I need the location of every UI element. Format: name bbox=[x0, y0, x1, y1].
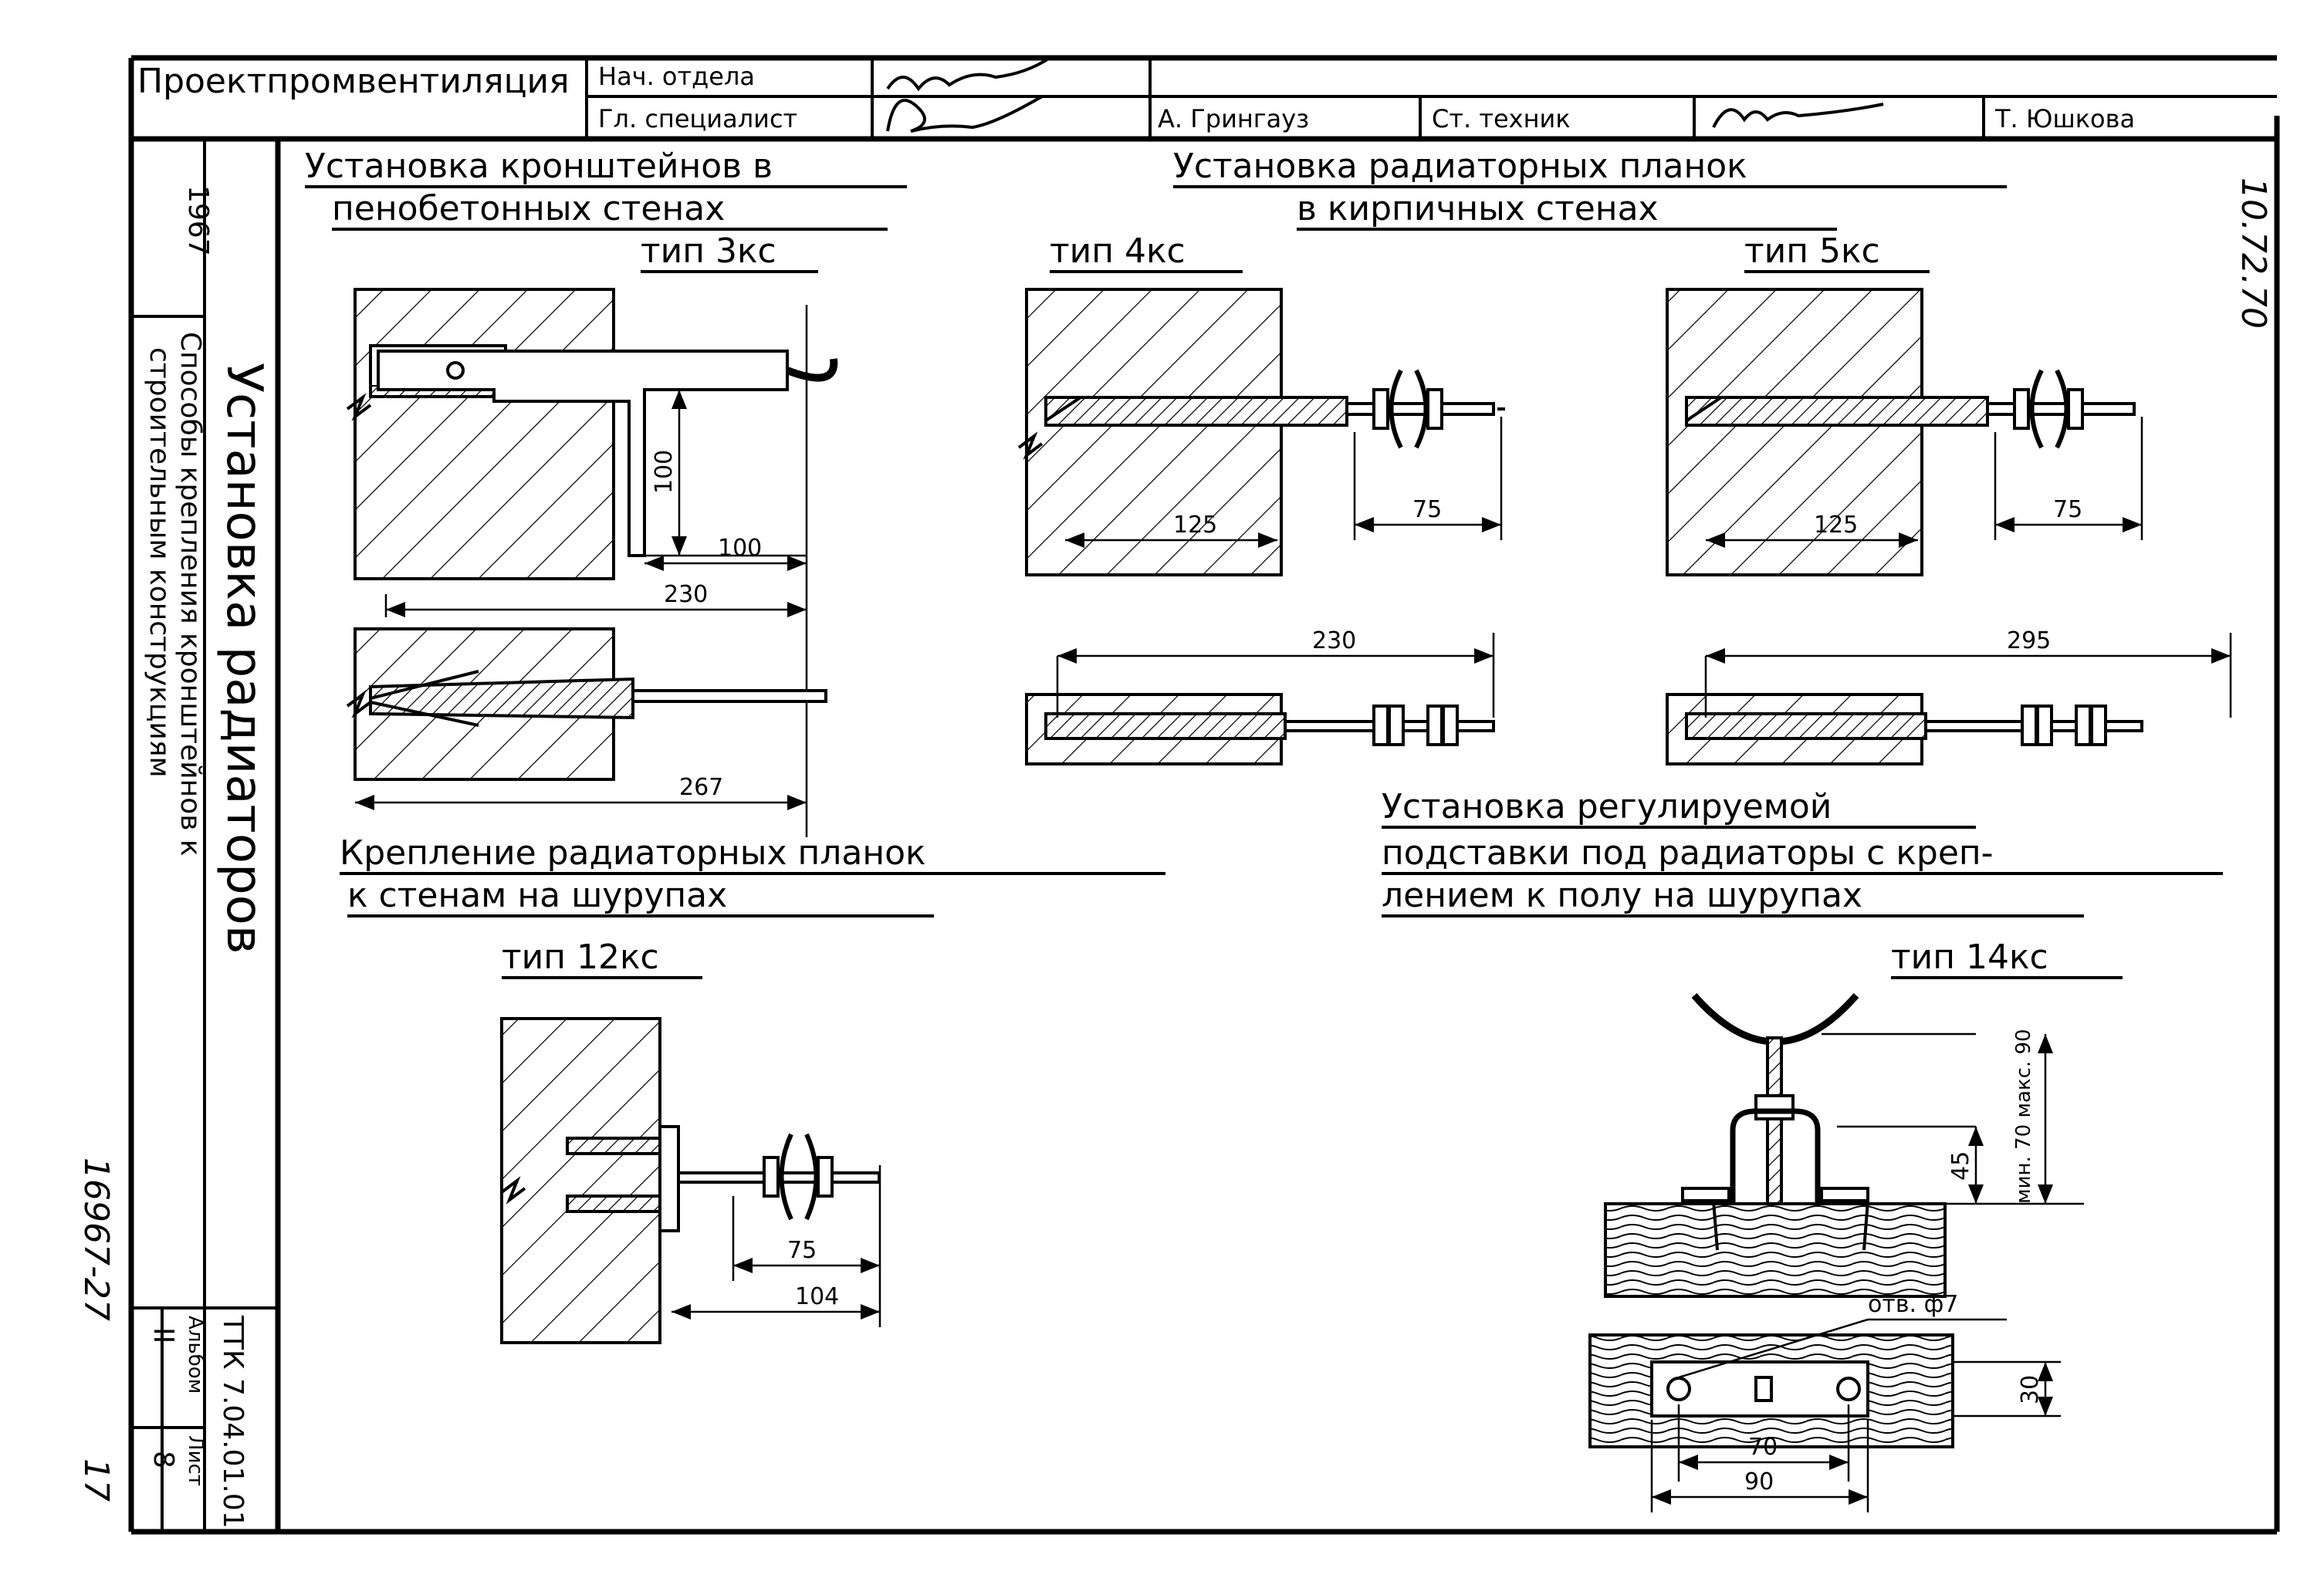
s4-title-1: Установка регулируемой bbox=[1382, 787, 1832, 826]
dim-5kc-embed: 125 bbox=[1814, 512, 1858, 539]
dim-14kc-range: мин. 70 макс. 90 bbox=[2012, 1029, 2035, 1204]
s2-title-1: Установка радиаторных планок bbox=[1173, 147, 1747, 186]
s4-type: тип 14кс bbox=[1891, 938, 2048, 977]
dim-14kc-inner: 70 bbox=[1748, 1434, 1778, 1461]
dim-3kc-total: 230 bbox=[664, 581, 708, 608]
s3-title-1: Крепление радиаторных планок bbox=[340, 833, 926, 873]
detail-type-3kc: 100 100 230 267 bbox=[346, 288, 838, 837]
dim-14kc-hole: отв. ф7 bbox=[1868, 1291, 1958, 1318]
role-technician: Ст. техник bbox=[1432, 104, 1571, 133]
dim-5kc-nut: 75 bbox=[2053, 496, 2082, 523]
album-value: II bbox=[147, 1327, 179, 1343]
s4-title-2: подставки под радиаторы с креп- bbox=[1382, 833, 1994, 873]
sheet-frame bbox=[128, 55, 2280, 1535]
dim-3kc-horizontal: 100 bbox=[718, 535, 762, 562]
dim-14kc-outer: 90 bbox=[1744, 1468, 1774, 1495]
year: 1967 bbox=[182, 185, 214, 256]
s2-type-a: тип 4кс bbox=[1050, 231, 1186, 271]
main-title: Установка радиаторов bbox=[215, 363, 272, 954]
dim-3kc-bottom: 267 bbox=[679, 774, 723, 801]
name-technician: Т. Юшкова bbox=[1994, 104, 2135, 133]
detail-type-5kc: 75 125 295 bbox=[1666, 288, 2232, 765]
s1-title-2: пенобетонных стенах bbox=[332, 189, 725, 228]
doc-code: ТТК 7.04.01.01 bbox=[217, 1315, 249, 1529]
date-mark: 10.72.70 bbox=[2234, 177, 2273, 329]
detail-type-12kc: 75 104 bbox=[500, 1017, 881, 1344]
sheet-value: 8 bbox=[147, 1451, 179, 1468]
dim-4kc-nut: 75 bbox=[1412, 496, 1442, 523]
s1-type: тип 3кс bbox=[641, 231, 776, 271]
role-head: Нач. отдела bbox=[598, 62, 755, 91]
dim-5kc-total: 295 bbox=[2007, 627, 2051, 654]
dim-12kc-nut: 75 bbox=[787, 1237, 817, 1264]
dim-12kc-total: 104 bbox=[795, 1283, 839, 1310]
s2-title-2: в кирпичных стенах bbox=[1297, 189, 1659, 228]
stamp-number: 16967-27 bbox=[76, 1157, 116, 1321]
sheet-label: Лист bbox=[184, 1435, 207, 1486]
org-name: Проектпромвентиляция bbox=[137, 62, 570, 101]
dim-14kc-width: 30 bbox=[2017, 1375, 2044, 1404]
s1-title-1: Установка кронштейнов в bbox=[305, 147, 773, 186]
page-number: 17 bbox=[76, 1458, 116, 1502]
name-specialist: А. Грингауз bbox=[1158, 104, 1309, 133]
detail-type-14kc: 45 мин. 70 макс. 90 отв. ф7 30 70 90 bbox=[1588, 993, 2084, 1512]
s3-title-2: к стенам на шурупах bbox=[347, 876, 727, 915]
album-label: Альбом bbox=[184, 1316, 207, 1394]
dim-3kc-vertical: 100 bbox=[651, 450, 678, 494]
subtitle-1: Способы крепления кронштейнов к bbox=[174, 332, 206, 857]
subtitle-2: строительным конструкциям bbox=[144, 347, 175, 778]
dim-4kc-embed: 125 bbox=[1173, 512, 1217, 539]
signatures bbox=[886, 56, 1884, 133]
s3-type: тип 12кс bbox=[502, 938, 659, 977]
role-specialist: Гл. специалист bbox=[598, 104, 797, 133]
s2-type-b: тип 5кс bbox=[1744, 231, 1880, 271]
dim-14kc-height: 45 bbox=[1947, 1151, 1974, 1181]
section-titles: Установка кронштейнов в пенобетонных сте… bbox=[305, 147, 2223, 979]
dim-4kc-total: 230 bbox=[1312, 627, 1356, 654]
s4-title-3: лением к полу на шурупах bbox=[1382, 876, 1862, 915]
detail-type-4kc: 75 125 230 bbox=[1017, 288, 1505, 765]
